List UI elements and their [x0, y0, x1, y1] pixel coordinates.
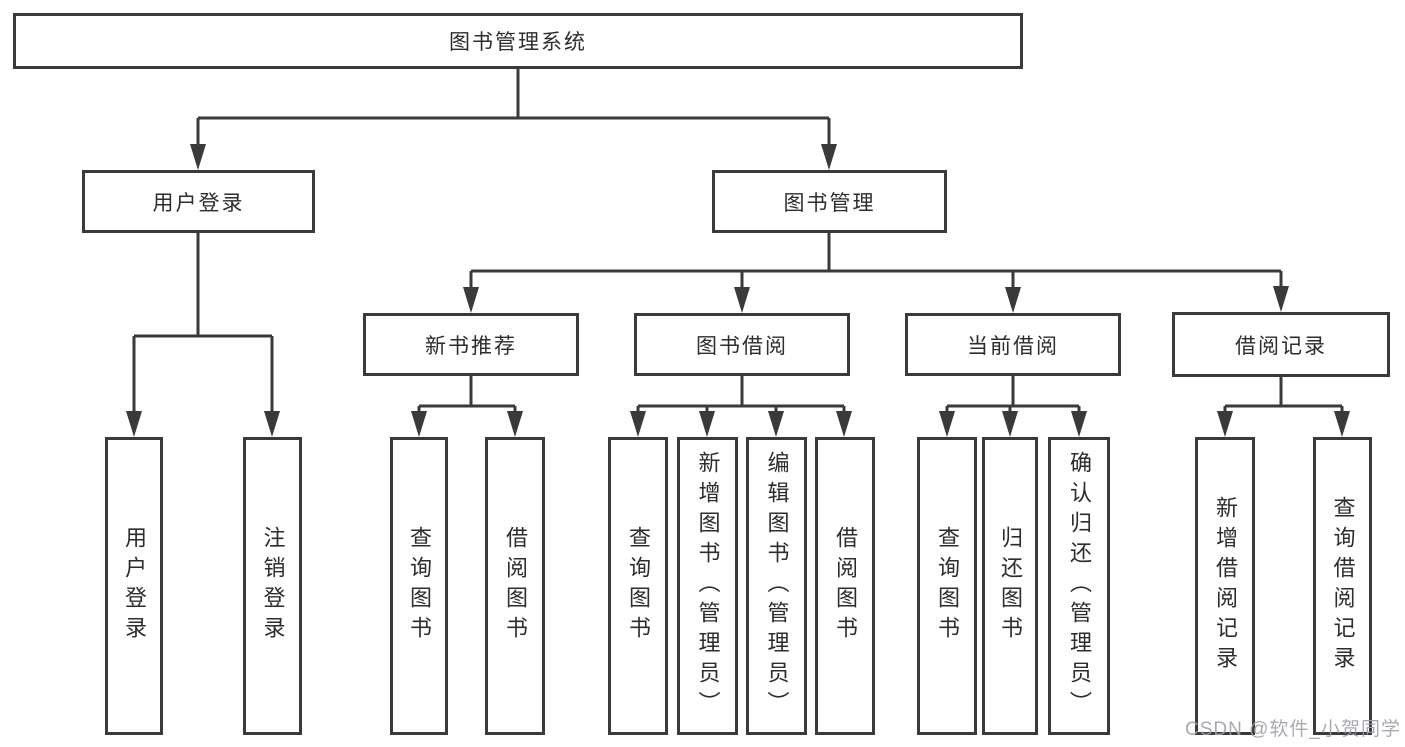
leaf-add-borrow-record: 新增借阅记录 — [1195, 437, 1255, 735]
leaf-query-books-recommend: 查询图书 — [390, 437, 448, 735]
node-book-management: 图书管理 — [712, 170, 947, 233]
leaf-user-login: 用户登录 — [105, 437, 163, 735]
csdn-watermark: CSDN @软件_小贺同学 — [1185, 719, 1401, 740]
node-book-borrow: 图书借阅 — [634, 313, 850, 376]
leaf-borrow-books-borrow: 借阅图书 — [815, 437, 875, 735]
node-current-borrow: 当前借阅 — [905, 313, 1121, 376]
node-new-book-recommend: 新书推荐 — [363, 313, 579, 376]
leaf-confirm-return-admin: 确认归还（管理员） — [1048, 437, 1110, 735]
leaf-borrow-books-recommend: 借阅图书 — [485, 437, 545, 735]
leaf-logout: 注销登录 — [243, 437, 302, 735]
leaf-add-books-admin: 新增图书（管理员） — [677, 437, 738, 735]
arrowheads — [126, 144, 1350, 437]
node-user-login: 用户登录 — [82, 170, 315, 233]
leaf-edit-books-admin: 编辑图书（管理员） — [746, 437, 807, 735]
node-borrow-records: 借阅记录 — [1172, 312, 1390, 377]
leaf-query-books-borrow: 查询图书 — [608, 437, 668, 735]
leaf-query-borrow-record: 查询借阅记录 — [1313, 437, 1372, 735]
leaf-return-books: 归还图书 — [982, 437, 1038, 735]
leaf-query-books-current: 查询图书 — [917, 437, 977, 735]
node-root-system: 图书管理系统 — [13, 13, 1023, 69]
